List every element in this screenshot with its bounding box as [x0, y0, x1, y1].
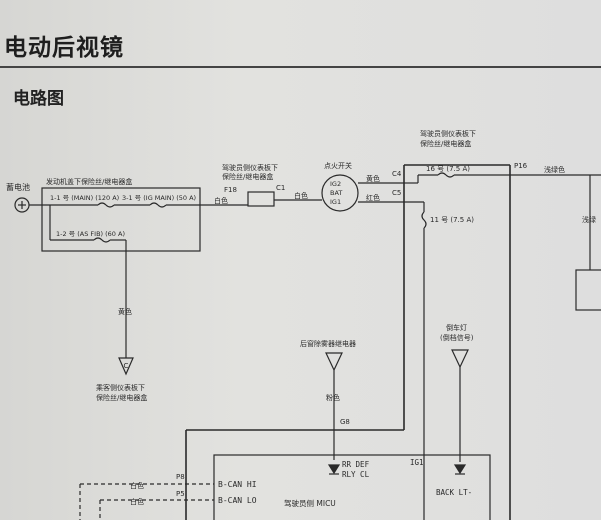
backup-light-label-1: 倒车灯: [446, 323, 467, 332]
fuse-11-label: 11 号 (7.5 A): [430, 216, 474, 224]
wire-yellow: 黄色: [366, 174, 380, 183]
passenger-box-connector: [118, 357, 134, 376]
wire-white-lo: 白色: [130, 497, 144, 506]
pin-p8: P8: [176, 473, 185, 481]
pin-p16: P16: [514, 162, 528, 170]
driver-box-1-label-2: 保险丝/继电器盒: [222, 172, 273, 181]
wire-light-green-partial: 浅绿: [582, 215, 596, 224]
rr-def-1: RR DEF: [342, 460, 370, 469]
ignition-switch-label: 点火开关: [324, 161, 352, 170]
passenger-box-label-2: 保险丝/继电器盒: [96, 393, 147, 402]
backup-light-symbol: [451, 349, 469, 369]
wire-yellow-vertical: 黄色: [118, 307, 132, 316]
fuse-main-symbol: [97, 202, 115, 208]
fuse-as-fib-symbol: [93, 237, 111, 243]
bcan-lo: B-CAN LO: [218, 496, 257, 505]
pin-c4: C4: [392, 170, 402, 178]
wire-light-green: 浅绿色: [544, 165, 565, 174]
wire-red: 红色: [366, 193, 380, 202]
bcan-hi: B-CAN HI: [218, 480, 257, 489]
pin-c1: C1: [276, 184, 285, 192]
driver-box-2-label-1: 驾驶员侧仪表板下: [420, 129, 476, 138]
rr-def-2: RLY CL: [342, 470, 370, 479]
backup-light-label-2: (倒档信号): [440, 333, 474, 342]
wire-pink: 粉色: [326, 393, 340, 402]
driver-box-1: [247, 191, 275, 207]
battery-label: 蓄电池: [6, 182, 30, 192]
ignition-switch-symbol: [321, 174, 359, 212]
under-hood-box-label: 发动机盖下保险丝/继电器盒: [46, 177, 132, 186]
page-title: 电动后视镜: [4, 35, 124, 61]
section-title: 电路图: [13, 89, 64, 109]
rear-defog-relay-symbol: [325, 352, 343, 372]
micu-box: [213, 454, 491, 520]
wire-white-2: 白色: [294, 191, 308, 200]
ignition-ig2: IG2: [330, 180, 341, 188]
fuse-ig-main-label: 3-1 号 (IG MAIN) (50 A): [122, 194, 196, 202]
back-lt: BACK LT-: [436, 488, 472, 497]
connector-c: C: [124, 362, 129, 370]
pin-c5: C5: [392, 189, 401, 197]
fuse-11-symbol: [421, 211, 427, 229]
under-hood-box: [41, 187, 201, 252]
pin-f18: F18: [224, 186, 237, 194]
pin-p5: P5: [176, 490, 185, 498]
ignition-ig1: IG1: [330, 198, 341, 206]
rear-defog-relay-label: 后窗除雾器继电器: [300, 339, 356, 348]
pin-g8: G8: [340, 418, 350, 426]
driver-box-1-label-1: 驾驶员侧仪表板下: [222, 163, 278, 172]
fuse-16-label: 16 号 (7.5 A): [426, 165, 470, 173]
ignition-bat: BAT: [330, 189, 342, 197]
passenger-box-label-1: 乘客侧仪表板下: [96, 383, 145, 392]
micu-ig1: IG1: [410, 458, 424, 467]
wire-white-hi: 白色: [130, 481, 144, 490]
fuse-16-symbol: [437, 172, 455, 178]
wire-white-1: 白色: [214, 196, 228, 205]
fuse-ig-main-symbol: [149, 202, 167, 208]
header-rule: [0, 66, 601, 68]
micu-label: 驾驶员侧 MICU: [284, 498, 336, 508]
fuse-as-fib-label: 1-2 号 (AS FIB) (60 A): [56, 230, 125, 238]
driver-box-2-label-2: 保险丝/继电器盒: [420, 139, 471, 148]
fuse-main-label: 1-1 号 (MAIN) (120 A): [50, 194, 119, 202]
